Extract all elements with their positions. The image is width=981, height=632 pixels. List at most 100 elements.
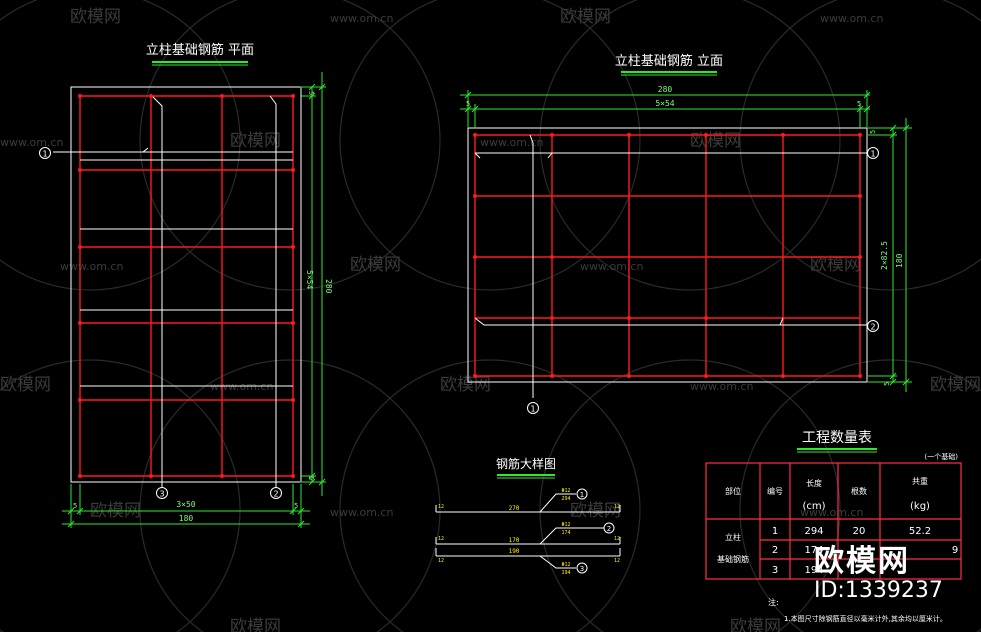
elevation-rebar-white — [474, 134, 868, 398]
plan-rebar-grid — [79, 95, 294, 477]
detail-bar-2: 2 Φ12 174 170 — [435, 522, 621, 545]
svg-text:294: 294 — [804, 526, 823, 537]
svg-text:180: 180 — [895, 253, 904, 268]
svg-text:3: 3 — [580, 565, 584, 573]
svg-text:174: 174 — [804, 545, 823, 556]
table-title: 工程数量表 — [802, 430, 872, 446]
elevation-rebar-dots — [473, 133, 862, 378]
svg-text:5×54: 5×54 — [305, 270, 314, 289]
badge-id: ID:1339237 — [814, 578, 943, 603]
svg-text:根数: 根数 — [851, 486, 867, 496]
plan-view: 立柱基础钢筋 平面 — [39, 42, 333, 528]
detail-tick-label-1: 12 — [438, 504, 444, 510]
elevation-dims-top — [460, 90, 871, 128]
detail-tick-label-4: 12 — [614, 536, 620, 542]
svg-text:5: 5 — [307, 476, 315, 480]
svg-text:Φ12: Φ12 — [561, 522, 570, 528]
elevation-outline — [467, 127, 868, 383]
svg-text:3: 3 — [159, 490, 164, 499]
svg-text:9: 9 — [952, 545, 958, 556]
detail-tick-label-3: 12 — [438, 536, 444, 542]
plan-marker-1: 1 — [39, 147, 51, 159]
svg-text:5: 5 — [307, 91, 315, 95]
svg-text:270: 270 — [509, 505, 520, 512]
svg-text:5: 5 — [294, 502, 298, 510]
svg-text:294: 294 — [561, 496, 570, 502]
watermark-url: www.om.cn — [800, 506, 863, 519]
svg-text:190: 190 — [509, 548, 520, 555]
watermark-url: www.om.cn — [330, 506, 393, 519]
watermark-url: www.om.cn — [580, 260, 643, 273]
svg-text:5: 5 — [857, 100, 861, 108]
detail-tick-label-5: 12 — [438, 558, 444, 564]
svg-text:1: 1 — [580, 491, 584, 499]
svg-text:(kg): (kg) — [910, 501, 930, 512]
plan-rebar-dots — [78, 94, 295, 478]
svg-text:180: 180 — [179, 514, 194, 523]
svg-text:(cm): (cm) — [802, 501, 825, 512]
plan-title: 立柱基础钢筋 平面 — [146, 42, 254, 58]
elevation-title: 立柱基础钢筋 立面 — [615, 53, 723, 69]
svg-text:52.2: 52.2 — [909, 526, 931, 537]
watermark-badge: 欧模网 ID:1339237 — [814, 536, 943, 603]
svg-text:部位: 部位 — [725, 486, 741, 496]
svg-text:174: 174 — [561, 530, 570, 536]
svg-text:3: 3 — [772, 565, 778, 576]
svg-text:共重: 共重 — [912, 476, 928, 486]
plan-marker-3: 3 — [156, 476, 168, 499]
watermark-url: www.om.cn — [0, 136, 63, 149]
plan-rebar-white — [53, 95, 293, 476]
svg-text:1: 1 — [42, 150, 47, 159]
svg-text:194: 194 — [561, 570, 570, 576]
watermark-brand: 欧模网 — [440, 375, 491, 395]
watermark-url: www.om.cn — [480, 136, 543, 149]
table-grid — [705, 462, 962, 580]
plan-marker-2: 2 — [270, 476, 282, 499]
watermark-brand: 欧模网 — [230, 131, 281, 151]
svg-text:280: 280 — [324, 279, 333, 294]
watermark-url: www.om.cn — [60, 260, 123, 273]
table-notes: 1.本图尺寸除钢筋直径以毫米计外,其余均以厘米计。 — [784, 614, 947, 623]
svg-text:2: 2 — [273, 490, 278, 499]
svg-text:编号: 编号 — [767, 486, 783, 496]
elevation-marker-2-right: 2 — [867, 320, 879, 332]
svg-text:5: 5 — [466, 100, 470, 108]
watermark-url: www.om.cn — [690, 380, 753, 393]
plan-dims-bottom — [62, 484, 310, 528]
svg-text:5: 5 — [869, 130, 877, 134]
svg-text:2: 2 — [607, 525, 611, 533]
quantity-table: 工程数量表 (一个基础) 部位 编号 长度 (cm) 根数 共重 (kg) 立柱… — [705, 430, 962, 623]
elevation-marker-1-bottom: 1 — [527, 402, 539, 414]
plan-outline — [70, 86, 302, 483]
svg-text:2: 2 — [870, 323, 875, 332]
svg-text:基础钢筋: 基础钢筋 — [717, 554, 749, 564]
svg-text:1: 1 — [530, 405, 535, 414]
svg-text:2×82.5: 2×82.5 — [880, 241, 889, 270]
svg-text:长度: 长度 — [806, 478, 822, 488]
detail-bar-1: 1 Φ12 294 270 — [435, 488, 621, 513]
svg-text:20: 20 — [853, 526, 866, 537]
detail-tick-label-6: 12 — [614, 558, 620, 564]
watermark-brand: 欧模网 — [230, 617, 281, 632]
svg-text:2: 2 — [772, 545, 778, 556]
watermark-brand: 欧模网 — [730, 617, 781, 632]
elevation-marker-1-right: 1 — [867, 147, 879, 159]
rebar-detail: 钢筋大样图 1 Φ12 294 270 2 Φ12 174 170 — [435, 456, 621, 576]
watermark-brand: 欧模网 — [930, 375, 981, 395]
detail-title: 钢筋大样图 — [496, 456, 556, 471]
table-note-top: (一个基础) — [925, 452, 959, 461]
svg-text:170: 170 — [509, 537, 520, 544]
watermark-url: www.om.cn — [330, 12, 393, 25]
watermark-brand: 欧模网 — [690, 131, 741, 151]
svg-text:1: 1 — [772, 526, 778, 537]
svg-text:5×54: 5×54 — [655, 99, 674, 108]
table-notes-label: 注: — [768, 597, 779, 607]
svg-text:5: 5 — [73, 502, 77, 510]
elevation-view: 立柱基础钢筋 立面 — [460, 53, 912, 414]
watermark-brand: 欧模网 — [70, 7, 121, 27]
watermark-brand: 欧模网 — [350, 255, 401, 275]
watermark-brand: 欧模网 — [810, 255, 861, 275]
svg-text:5: 5 — [883, 382, 891, 386]
